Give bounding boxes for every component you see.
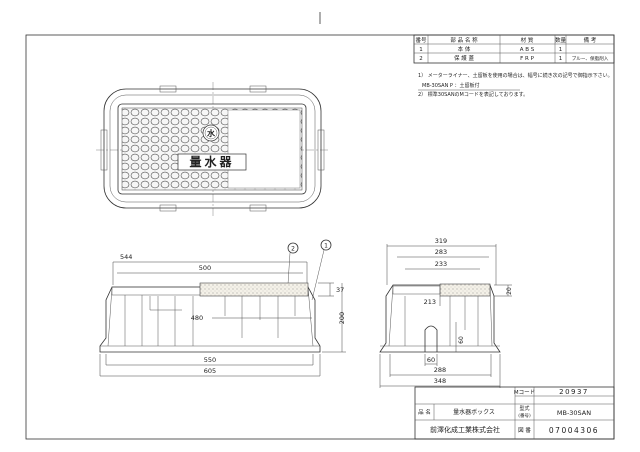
- pipe-slot: [424, 325, 438, 352]
- dim-480: 480: [191, 314, 203, 322]
- m-code-label: Mコード: [514, 389, 535, 396]
- table-cell: F R P: [520, 56, 534, 62]
- name-label: 品 名: [418, 408, 431, 416]
- water-emblem-icon: [202, 124, 220, 142]
- dim-slot-60: 60: [458, 336, 465, 344]
- table-cell: 1: [419, 47, 423, 53]
- side-lid-section: [439, 283, 491, 297]
- callout-2-label: 2: [291, 246, 295, 253]
- table-cell: 1: [559, 56, 563, 62]
- table-header-material: 材 質: [521, 36, 534, 44]
- company-name: 前澤化成工業株式会社: [430, 425, 500, 434]
- table-cell: 保 護 蓋: [454, 54, 474, 62]
- table-cell: A B S: [520, 47, 535, 53]
- table-cell: 本 体: [458, 45, 471, 53]
- dim-348: 348: [434, 377, 446, 385]
- model-label: 型式: [519, 405, 529, 412]
- dim-60-bottom: 60: [427, 356, 435, 364]
- table-header-no: 番号: [415, 37, 427, 44]
- dim-544: 544: [120, 253, 132, 261]
- side-section-view: 319 283 233 213 20 60 60: [379, 237, 513, 388]
- note-2: 2） 標準30SANのMコードを表記しております。: [418, 91, 528, 98]
- dim-550: 550: [204, 356, 216, 364]
- table-header-qty: 数量: [555, 36, 567, 44]
- lid-section: [199, 282, 309, 297]
- dim-605: 605: [204, 367, 216, 375]
- note-1-sub: MB-30SAN P ：土留板付: [422, 82, 480, 89]
- dim-233: 233: [435, 260, 447, 268]
- dim-283: 283: [435, 248, 447, 256]
- model-value: MB-30SAN: [557, 409, 591, 417]
- m-code-value: 20937: [559, 388, 589, 396]
- table-cell: 2: [419, 56, 423, 62]
- dim-288: 288: [434, 366, 446, 374]
- table-cell: ブルー、保脂剤入: [572, 55, 609, 62]
- front-section-view: 2 1 544 500: [99, 239, 346, 377]
- dim-20: 20: [506, 287, 513, 295]
- table-header-name: 部 品 名 称: [450, 36, 478, 44]
- dim-37: 37: [336, 286, 344, 294]
- plan-view: 水 量水器: [96, 82, 330, 218]
- callout-2: [287, 242, 299, 254]
- drawing-no-value: 07004306: [549, 426, 599, 435]
- sheet-border: [25, 34, 615, 440]
- parts-table: 番号 部 品 名 称 材 質 数量 備 考 1 本 体 A B S 1 2 保 …: [413, 34, 615, 64]
- dim-319: 319: [435, 237, 447, 245]
- dim-200: 200: [338, 312, 346, 324]
- lid-label: 量水器: [189, 154, 234, 169]
- title-block: Mコード 20937 品 名 量水器ボックス 型式 (番号) MB-30SAN …: [414, 386, 615, 440]
- callout-1-label: 1: [324, 243, 328, 250]
- drawing-no-label: 図 番: [518, 427, 531, 434]
- notes: 1） メーターライナー、土留板を使用の場合は、幅号に続き次の記号で御指示下さい。…: [418, 72, 613, 98]
- dim-500: 500: [199, 264, 211, 272]
- dim-213: 213: [424, 298, 436, 306]
- product-name: 量水器ボックス: [453, 408, 495, 416]
- table-cell: 1: [559, 47, 563, 53]
- model-label-sub: (番号): [518, 412, 531, 419]
- table-header-remark: 備 考: [584, 36, 597, 44]
- callout-1: [320, 239, 332, 251]
- note-1: 1） メーターライナー、土留板を使用の場合は、幅号に続き次の記号で御指示下さい。: [418, 72, 613, 79]
- lid-emblem-text: 水: [206, 128, 216, 138]
